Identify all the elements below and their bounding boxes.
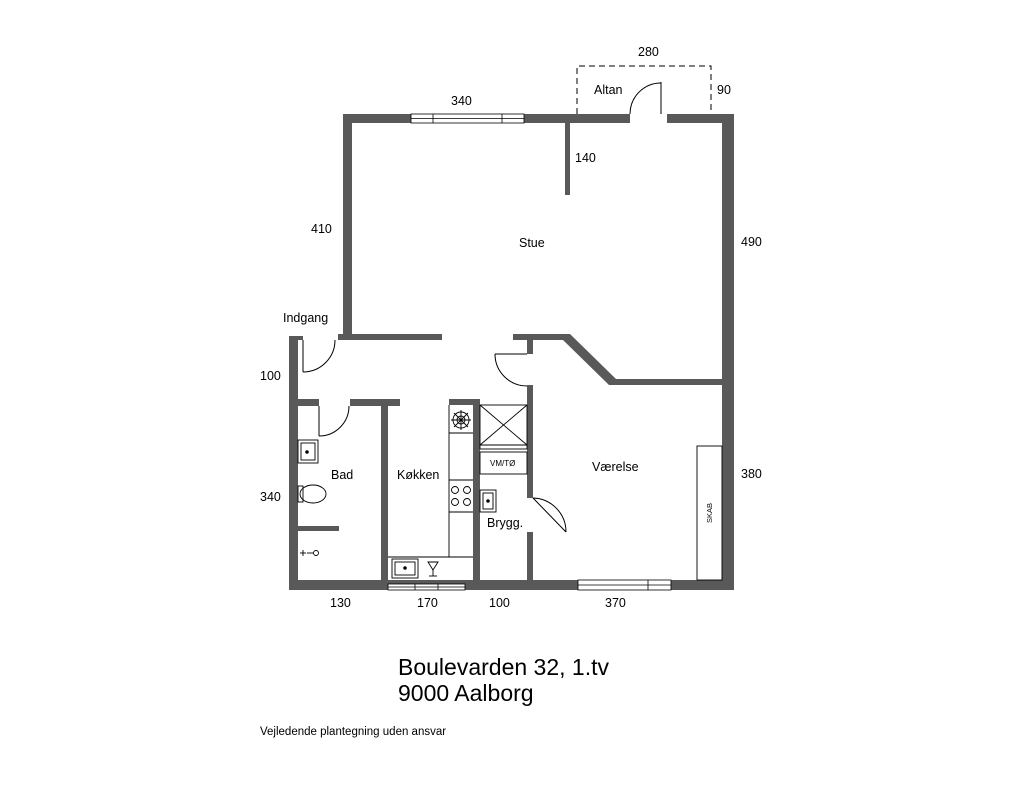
dim-bottom-bad: 130	[330, 596, 351, 610]
room-label-stue: Stue	[519, 236, 545, 250]
dim-left-lower: 340	[260, 490, 281, 504]
wall-right	[722, 114, 734, 590]
dim-bottom-kokken: 170	[417, 596, 438, 610]
dim-bottom-brygg: 100	[489, 596, 510, 610]
stove-icon	[451, 486, 471, 506]
shower-icon	[479, 404, 528, 450]
washer-dryer-box	[479, 451, 528, 475]
door-altan	[629, 82, 662, 115]
wall-top-middle	[524, 114, 630, 123]
wall-brygg-vaerelse-upper	[527, 385, 533, 498]
room-label-brygg: Brygg.	[487, 516, 523, 530]
walls	[289, 114, 734, 590]
wall-stue-vaerelse	[612, 379, 724, 385]
glass-icon	[427, 561, 439, 577]
dim-right-upper: 490	[741, 235, 762, 249]
door-hall	[494, 353, 528, 387]
kitchen-sink-icon	[391, 558, 419, 579]
wall-stue-partition	[565, 123, 570, 195]
wall-angled	[563, 334, 616, 385]
wall-left-outer-lower	[289, 336, 298, 590]
room-labels: Stue Altan Indgang Bad Køkken Værelse Br…	[283, 83, 714, 530]
bath-sink-icon	[297, 439, 319, 464]
windows	[387, 113, 672, 591]
dim-bottom-vaerelse: 370	[605, 596, 626, 610]
room-label-vaerelse: Værelse	[592, 460, 639, 474]
wall-door-stub	[527, 340, 533, 354]
dim-right-lower: 380	[741, 467, 762, 481]
door-bad	[318, 405, 350, 437]
room-label-vmto: VM/TØ	[490, 459, 515, 468]
door-vaerelse	[532, 497, 567, 533]
balcony-outline	[576, 65, 712, 114]
wall-top-right	[667, 114, 734, 123]
wall-kokken-brygg	[473, 399, 480, 590]
wall-bottom-right	[671, 580, 734, 590]
dim-top-window: 340	[451, 94, 472, 108]
room-label-indgang: Indgang	[283, 311, 328, 325]
kitchen-counter	[388, 405, 473, 558]
dim-altan-width: 280	[638, 45, 659, 59]
wall-left-upper	[343, 114, 352, 338]
doors	[302, 82, 662, 533]
dim-left-entry: 100	[260, 369, 281, 383]
disclaimer-text: Vejledende plantegning uden ansvar	[260, 726, 447, 738]
wall-bottom-brygg	[465, 580, 578, 590]
address-city: 9000 Aalborg	[398, 680, 534, 706]
dim-stue-partition: 140	[575, 151, 596, 165]
address-street: Boulevarden 32, 1.tv	[398, 654, 609, 680]
shower-tap-icon	[300, 550, 319, 556]
wall-bad-inner	[298, 526, 339, 531]
door-entry	[302, 339, 336, 373]
wall-bad-kokken	[381, 399, 388, 590]
dimension-labels: 340 280 90 140 410 490 100 340 380 130 1…	[260, 45, 762, 610]
wall-brygg-vaerelse-lower	[527, 532, 533, 590]
wall-bad-top-left	[298, 399, 319, 406]
room-label-kokken: Køkken	[397, 468, 439, 482]
wall-bottom-left	[289, 580, 388, 590]
toilet-icon	[297, 484, 327, 504]
wall-kokken-top	[449, 399, 480, 405]
wall-bad-top-right	[350, 399, 400, 406]
wall-stue-bottom-left	[338, 334, 442, 340]
room-label-altan: Altan	[594, 83, 623, 97]
dim-altan-depth: 90	[717, 83, 731, 97]
wall-bottom-kokken	[388, 580, 473, 584]
window-bottom-kokken	[387, 583, 466, 591]
room-label-bad: Bad	[331, 468, 353, 482]
room-label-skab: SKAB	[705, 503, 714, 523]
window-bottom-vaerelse	[577, 579, 672, 591]
wall-top-left	[343, 114, 411, 123]
wardrobe	[696, 445, 723, 581]
fixtures	[297, 404, 723, 581]
window-top	[410, 113, 525, 124]
wall-stue-bottom-middle	[513, 334, 567, 340]
utility-sink-icon	[479, 489, 497, 513]
fridge-icon	[451, 410, 471, 430]
dim-left-upper: 410	[311, 222, 332, 236]
